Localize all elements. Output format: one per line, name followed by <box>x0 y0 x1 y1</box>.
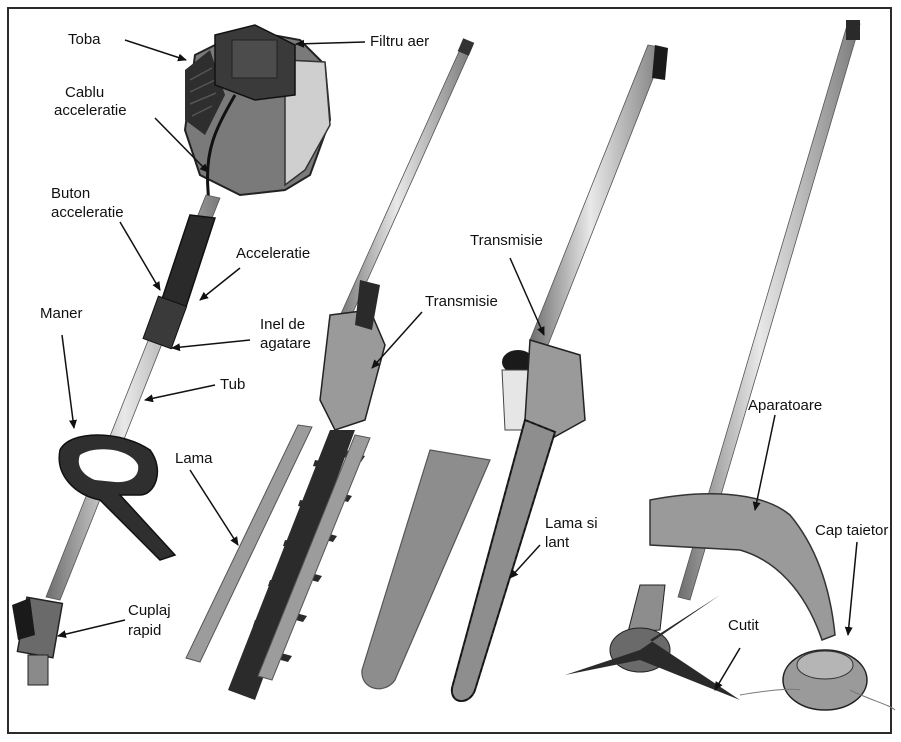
label-cablu-acceleratie-line1: Cablu <box>65 84 104 102</box>
label-cuplaj-rapid-line1: Cuplaj <box>128 602 171 620</box>
label-buton-acceleratie-line1: Buton <box>51 185 90 203</box>
label-transmisie-hedge: Transmisie <box>425 293 498 311</box>
label-lama-si-lant-line2: lant <box>545 534 569 552</box>
pole-saw <box>362 45 668 701</box>
label-lama-si-lant-line1: Lama si <box>545 515 598 533</box>
label-cablu-acceleratie-line2: acceleratie <box>54 102 127 120</box>
label-inel-agatare-line1: Inel de <box>260 316 305 334</box>
label-acceleratie: Acceleratie <box>236 245 310 263</box>
label-transmisie-saw: Transmisie <box>470 232 543 250</box>
brush-cutter <box>565 20 895 710</box>
label-cuplaj-rapid-line2: rapid <box>128 622 161 640</box>
label-cutit: Cutit <box>728 617 759 635</box>
label-buton-acceleratie-line2: acceleratie <box>51 204 124 222</box>
label-lama: Lama <box>175 450 213 468</box>
label-tub: Tub <box>220 376 245 394</box>
label-maner: Maner <box>40 305 83 323</box>
label-aparatoare: Aparatoare <box>748 397 822 415</box>
leader-arrows <box>58 40 857 690</box>
label-toba: Toba <box>68 31 101 49</box>
label-inel-agatare-line2: agatare <box>260 335 311 353</box>
label-cap-taietor: Cap taietor <box>815 522 888 540</box>
label-filtru-aer: Filtru aer <box>370 33 429 51</box>
